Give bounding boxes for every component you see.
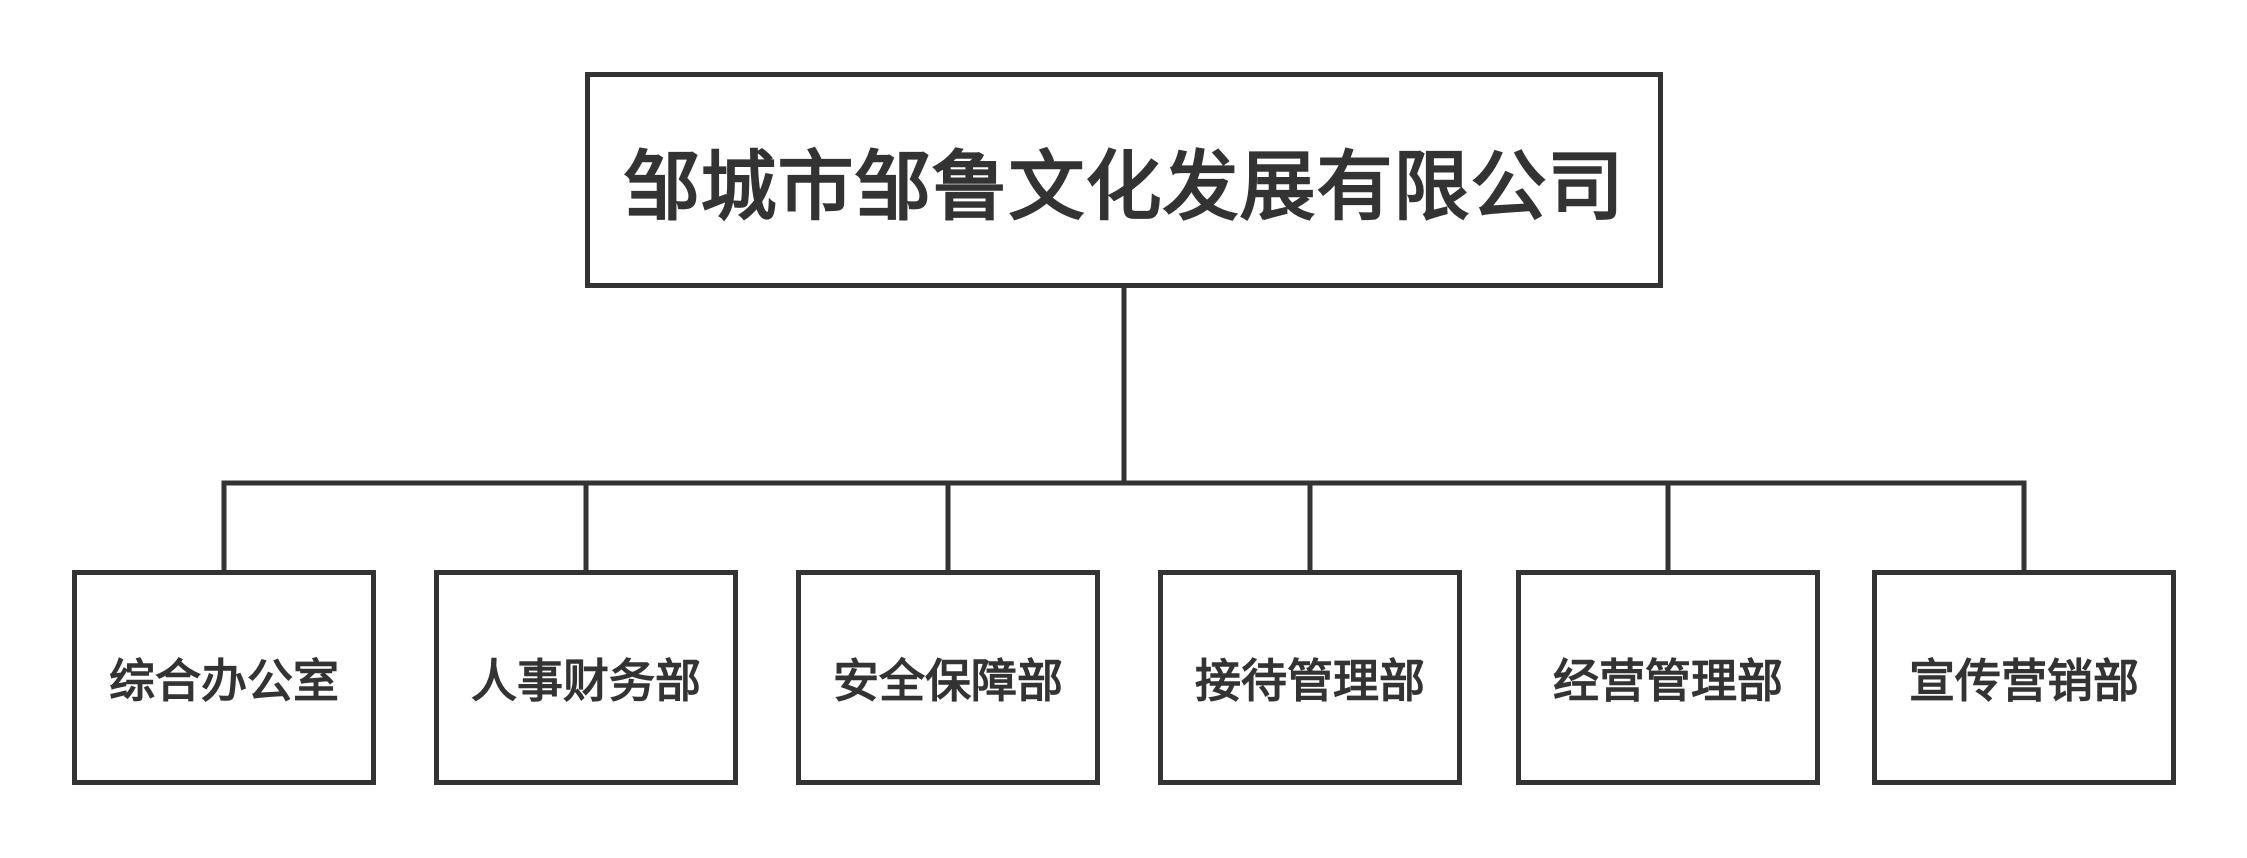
root-node: 邹城市邹鲁文化发展有限公司 xyxy=(585,72,1663,288)
department-label: 人事财务部 xyxy=(471,653,701,708)
department-node-1: 综合办公室 xyxy=(72,570,376,785)
department-node-4: 接待管理部 xyxy=(1158,570,1462,785)
department-label: 综合办公室 xyxy=(109,653,339,708)
department-label: 安全保障部 xyxy=(833,653,1063,708)
department-label: 宣传营销部 xyxy=(1909,653,2139,708)
root-node-label: 邹城市邹鲁文化发展有限公司 xyxy=(623,142,1625,231)
department-node-3: 安全保障部 xyxy=(796,570,1100,785)
department-node-6: 宣传营销部 xyxy=(1872,570,2176,785)
department-label: 接待管理部 xyxy=(1195,653,1425,708)
department-node-5: 经营管理部 xyxy=(1516,570,1820,785)
department-node-2: 人事财务部 xyxy=(434,570,738,785)
department-label: 经营管理部 xyxy=(1553,653,1783,708)
